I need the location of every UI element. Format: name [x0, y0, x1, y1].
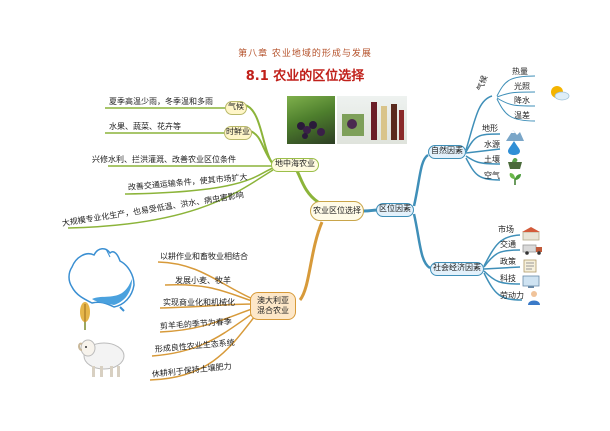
- social-factors-node: 社会经济因素: [430, 262, 484, 276]
- center-node: 农业区位选择: [310, 201, 364, 221]
- connector-soil: [465, 155, 501, 165]
- connector-aus-5: [151, 311, 256, 357]
- chapter-heading: 第八章 农业地域的形成与发展: [238, 49, 372, 59]
- plant-icon: [509, 173, 521, 185]
- market-icon: [522, 227, 540, 241]
- med-item-1: 兴修水利、拦洪灌溉、改善农业区位条件: [92, 155, 236, 164]
- page-title: 8.1 农业的区位选择: [245, 69, 365, 84]
- aus-item-3: 实现商业化和机械化: [163, 298, 235, 307]
- wheat-icon: [80, 302, 90, 330]
- connector-social: [412, 213, 431, 270]
- connector-labor: [483, 272, 523, 301]
- climate-text: 夏季高温少雨，冬季温和多雨: [109, 97, 213, 106]
- transport-label: 交通: [500, 240, 516, 249]
- technology-icon: [522, 275, 540, 288]
- connector-tech: [483, 270, 521, 285]
- soil-icon: [508, 158, 522, 169]
- connector-market: [483, 234, 521, 267]
- light-label: 光照: [514, 82, 530, 91]
- tech-label: 科技: [500, 274, 516, 283]
- mediterranean-node: 地中海农业: [271, 158, 319, 172]
- australia-node: 澳大利亚 混合农业: [250, 292, 296, 320]
- rain-label: 降水: [514, 96, 530, 105]
- policy-label: 政策: [500, 257, 516, 266]
- connector-aus-2: [164, 283, 256, 303]
- connector-light: [496, 91, 536, 98]
- connector-aus-6: [149, 315, 256, 381]
- connector-natural: [412, 153, 429, 207]
- fresh-text: 水果、蔬菜、花卉等: [109, 122, 181, 131]
- australia-map-icon: [68, 248, 135, 312]
- air-label: 空气: [484, 171, 500, 180]
- water-label: 水源: [484, 140, 500, 149]
- sheep-icon: [78, 339, 125, 377]
- connector-fresh: [249, 130, 274, 165]
- connector-rain: [496, 97, 536, 107]
- policy-icon: [523, 259, 537, 273]
- market-label: 市场: [498, 225, 514, 234]
- location-factors-node: 区位因素: [376, 203, 414, 217]
- connector-aus-1: [157, 261, 256, 301]
- heat-label: 热量: [512, 67, 528, 76]
- wine-cheese-photo: [337, 96, 407, 144]
- labor-label: 劳动力: [500, 291, 524, 300]
- connector-center-australia: [298, 221, 324, 301]
- connector-terrain: [465, 133, 501, 153]
- aus-item-1: 以耕作业和畜牧业相结合: [160, 252, 248, 261]
- vineyard-photo: [287, 96, 335, 144]
- connector-transport: [483, 249, 521, 268]
- connector-air: [465, 157, 501, 181]
- australia-label-line2: 混合农业: [257, 306, 289, 315]
- terrain-label: 地形: [482, 124, 498, 133]
- climate-tag: 气候: [225, 101, 247, 115]
- connector-water: [465, 148, 501, 154]
- connector-policy: [483, 266, 521, 270]
- worker-icon: [528, 291, 540, 305]
- australia-label-line1: 澳大利亚: [257, 296, 289, 305]
- natural-factors-node: 自然因素: [428, 145, 466, 159]
- water-drop-icon: [508, 141, 520, 155]
- connector-temp: [496, 98, 536, 122]
- temp-label: 温差: [514, 111, 530, 120]
- mountain-icon: [506, 130, 524, 141]
- connector-heat: [496, 75, 536, 97]
- fresh-tag: 时鲜业: [224, 126, 252, 140]
- connector-natural-climate: [465, 95, 493, 151]
- sun-cloud-icon: [551, 86, 570, 101]
- connector-aus-3: [159, 303, 256, 309]
- connector-med-2: [124, 167, 274, 195]
- soil-label: 土壤: [484, 155, 500, 164]
- truck-icon: [522, 244, 542, 255]
- connector-aus-4: [159, 307, 256, 333]
- aus-item-2: 发展小麦、牧羊: [175, 276, 231, 285]
- connector-med-3: [67, 169, 274, 229]
